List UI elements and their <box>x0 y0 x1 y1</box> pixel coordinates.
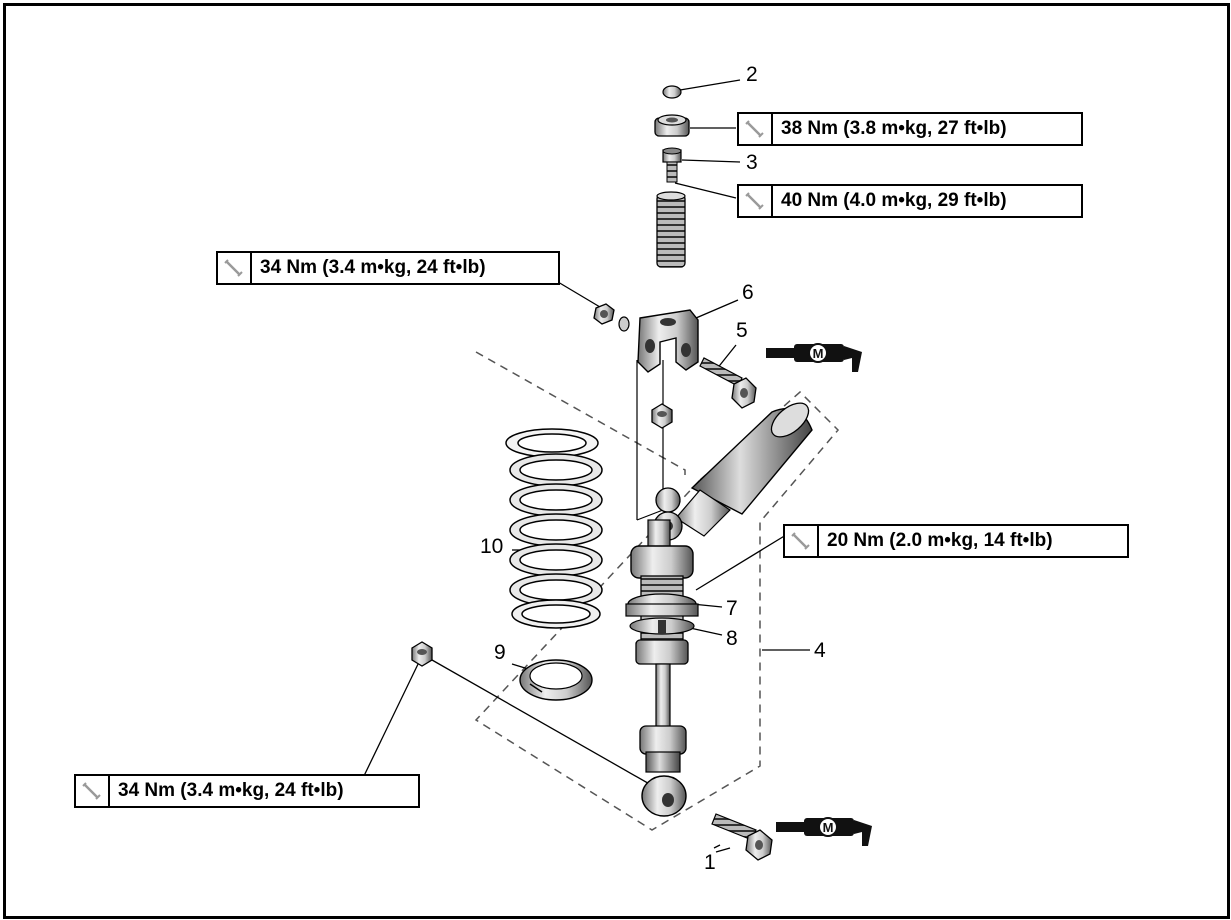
part-1-lower-bolt <box>711 813 773 861</box>
grease-symbol: M <box>823 820 834 835</box>
part-10-spring <box>505 428 603 629</box>
part-number-5: 5 <box>736 319 748 342</box>
assembly-outline-dashed <box>474 351 840 831</box>
torque-callout-bracket-nut: 34 Nm (3.4 m•kg, 24 ft•lb) <box>216 251 560 285</box>
grease-symbol: M <box>813 346 824 361</box>
part-6-upper-bracket <box>637 309 699 373</box>
part-number-2: 2 <box>746 63 758 86</box>
part-number-7: 7 <box>726 597 738 620</box>
guide-lines <box>636 360 664 521</box>
torque-wrench-icon <box>785 526 819 556</box>
part-number-1: 1 <box>704 851 716 874</box>
torque-wrench-icon <box>218 253 252 283</box>
part-number-10: 10 <box>480 535 504 558</box>
part-number-9: 9 <box>494 641 506 664</box>
shock-body <box>625 519 699 817</box>
leader-lines <box>361 79 810 853</box>
shock-upper-nut <box>651 403 673 429</box>
bracket-nut-and-washer <box>593 303 630 332</box>
torque-wrench-icon <box>739 186 773 216</box>
torque-value: 34 Nm (3.4 m•kg, 24 ft•lb) <box>260 257 486 278</box>
part-number-8: 8 <box>726 627 738 650</box>
part-number-3: 3 <box>746 151 758 174</box>
part-number-6: 6 <box>742 281 754 304</box>
part-3-adjuster-bolt <box>662 147 682 183</box>
torque-wrench-icon <box>739 114 773 144</box>
molybdenum-grease-icon: M <box>776 817 872 846</box>
molybdenum-grease-icon: M <box>766 343 862 372</box>
lower-nut <box>411 641 433 667</box>
part-number-4: 4 <box>814 639 826 662</box>
locknut-upper <box>654 114 690 137</box>
diagram-frame <box>3 3 1230 919</box>
torque-callout-lower-nut: 34 Nm (3.4 m•kg, 24 ft•lb) <box>74 774 420 808</box>
torque-wrench-icon <box>76 776 110 806</box>
torque-value: 38 Nm (3.8 m•kg, 27 ft•lb) <box>781 118 1007 139</box>
torque-value: 20 Nm (2.0 m•kg, 14 ft•lb) <box>827 530 1053 551</box>
part-2-cap <box>662 85 682 99</box>
torque-callout-cap-nut: 38 Nm (3.8 m•kg, 27 ft•lb) <box>737 112 1083 146</box>
part-5-upper-bolt <box>699 357 757 409</box>
torque-value: 40 Nm (4.0 m•kg, 29 ft•lb) <box>781 190 1007 211</box>
torque-value: 34 Nm (3.4 m•kg, 24 ft•lb) <box>118 780 344 801</box>
gas-reservoir <box>653 402 813 541</box>
torque-callout-adjuster-bolt: 40 Nm (4.0 m•kg, 29 ft•lb) <box>737 184 1083 218</box>
part-9-spring-seat <box>519 659 593 701</box>
torque-callout-locknut: 20 Nm (2.0 m•kg, 14 ft•lb) <box>783 524 1129 558</box>
threaded-spindle <box>656 191 686 268</box>
